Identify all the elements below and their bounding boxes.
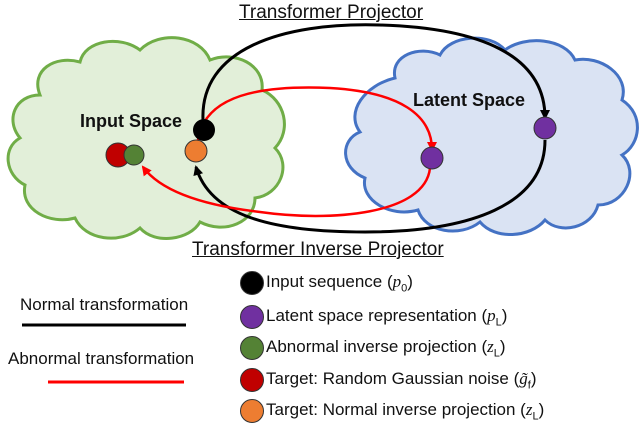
input-space-label: Input Space bbox=[80, 111, 183, 131]
legend-label-1: Latent space representation (pL) bbox=[266, 307, 507, 328]
input-sequence-dot bbox=[193, 119, 215, 141]
legend-close-paren: ) bbox=[501, 306, 508, 325]
latent-representation-dot-normal bbox=[533, 116, 557, 140]
latent-representation-dot-abnormal bbox=[420, 146, 444, 170]
legend-close-paren: ) bbox=[407, 272, 413, 291]
legend-dot-1 bbox=[240, 305, 264, 329]
legend-dot-2 bbox=[240, 336, 264, 360]
legend-label-4: Target: Normal inverse projection (zL) bbox=[266, 401, 544, 422]
legend-dot-4 bbox=[240, 399, 264, 423]
legend-symbol: z bbox=[525, 400, 533, 419]
legend-close-paren: ) bbox=[538, 400, 545, 419]
legend-label-text: Abnormal inverse projection ( bbox=[266, 337, 488, 356]
legend-label-text: Input sequence ( bbox=[266, 272, 393, 291]
legend-symbol: z bbox=[487, 337, 494, 356]
legend-close-paren: ) bbox=[499, 337, 506, 356]
projector-title: Transformer Projector bbox=[239, 2, 424, 23]
legend-label-text: Target: Normal inverse projection ( bbox=[266, 400, 526, 419]
legend-symbol: p bbox=[487, 306, 496, 325]
legend-label-2: Abnormal inverse projection (zL) bbox=[266, 338, 506, 359]
abnormal-inverse-arrow bbox=[141, 165, 432, 218]
legend-label-3: Target: Random Gaussian noise (g̃f) bbox=[266, 370, 536, 391]
abnormal-projector-arrow bbox=[196, 86, 437, 152]
legend-subscript: L bbox=[493, 347, 500, 360]
inverse-projector-title: Transformer Inverse Projector bbox=[192, 239, 444, 260]
legend-close-paren: ) bbox=[530, 369, 537, 388]
latent-space-cloud bbox=[344, 36, 639, 236]
legend-label-text: Target: Random Gaussian noise ( bbox=[266, 369, 520, 388]
legend-dot-3 bbox=[240, 368, 264, 392]
legend-label-0: Input sequence (p0) bbox=[266, 273, 413, 294]
legend-subscript: f bbox=[527, 379, 531, 392]
normal-projector-arrow bbox=[201, 23, 550, 121]
legend-dot-0 bbox=[240, 271, 264, 295]
legend-symbol: p bbox=[392, 272, 402, 291]
legend-symbol: g̃ bbox=[519, 369, 528, 388]
abnormal-transformation-label: Abnormal transformation bbox=[8, 349, 195, 368]
abnormal-inverse-dot bbox=[123, 144, 145, 166]
normal-inverse-arrow bbox=[193, 139, 547, 234]
latent-space-label: Latent Space bbox=[413, 90, 526, 110]
target-normal-inverse-dot bbox=[184, 139, 208, 163]
normal-transformation-label: Normal transformation bbox=[20, 295, 189, 314]
legend-label-text: Latent space representation ( bbox=[266, 306, 488, 325]
input-space-cloud bbox=[6, 36, 286, 240]
legend-subscript: L bbox=[495, 316, 502, 329]
legend-subscript: 0 bbox=[401, 282, 408, 295]
legend-subscript: L bbox=[532, 410, 539, 423]
